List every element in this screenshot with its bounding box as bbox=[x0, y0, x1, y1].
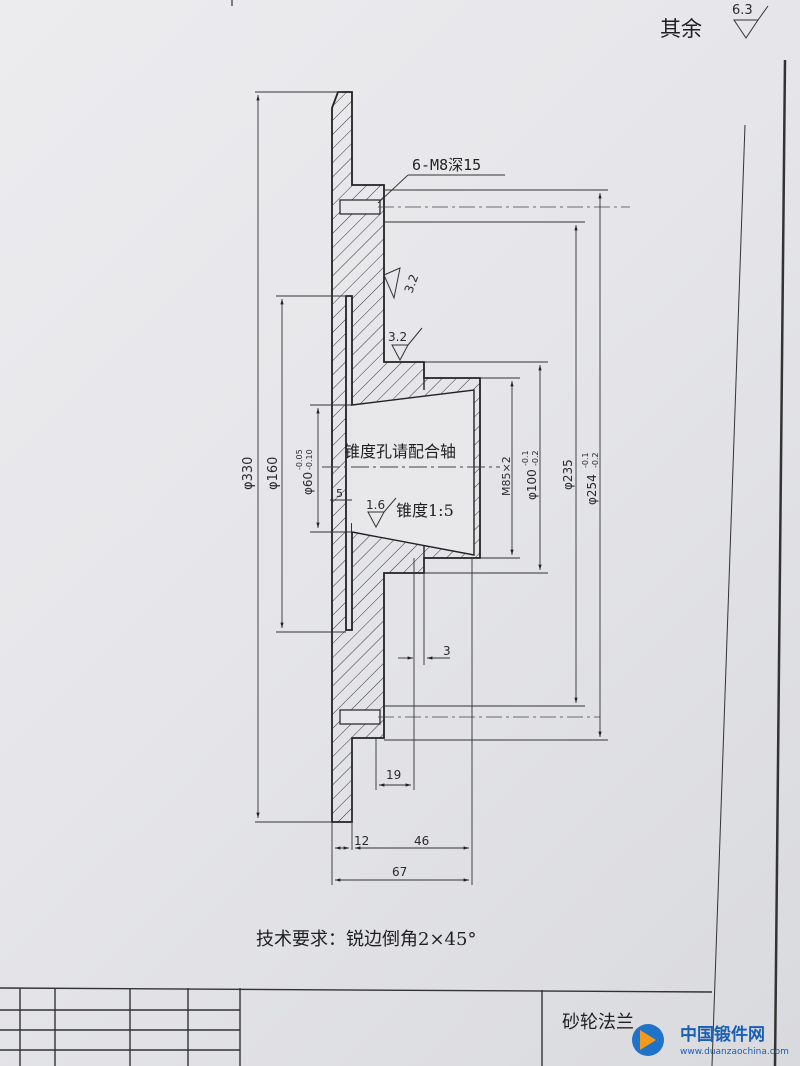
dimension-lines bbox=[255, 91, 608, 885]
dim-5: 5 bbox=[336, 487, 343, 500]
dim-d100-upper: -0.1 bbox=[521, 450, 530, 466]
taper-note: 锥度1:5 bbox=[396, 501, 454, 520]
watermark-name: 中国锻件网 bbox=[680, 1024, 765, 1045]
dim-d60-upper: -0.05 bbox=[295, 449, 304, 470]
dim-d100: φ100 bbox=[525, 469, 539, 500]
bore-note: 锥度孔请配合轴 bbox=[344, 442, 456, 461]
dim-d330: φ330 bbox=[241, 457, 256, 490]
tech-requirements: 技术要求：锐边倒角2×45° bbox=[256, 929, 476, 950]
flange-section bbox=[322, 91, 630, 823]
watermark: 中国锻件网 www.duanzaochina.com bbox=[632, 1024, 789, 1057]
dimension-labels: φ330 φ160 φ60 -0.05 -0.10 5 M85×2 φ100 -… bbox=[241, 449, 600, 879]
other-surfaces-label: 其余 bbox=[660, 17, 702, 41]
dim-46: 46 bbox=[414, 834, 429, 848]
roughness-symbols bbox=[367, 5, 769, 529]
dim-d60: φ60 bbox=[301, 472, 315, 495]
thread-holes-note: 6-M8深15 bbox=[412, 156, 481, 174]
roughness-3-2-a: 3.2 bbox=[402, 272, 422, 295]
dim-d254-upper: -0.1 bbox=[581, 452, 590, 468]
dim-12: 12 bbox=[354, 834, 369, 848]
roughness-1-6: 1.6 bbox=[366, 498, 385, 512]
dim-d254-lower: -0.2 bbox=[591, 452, 600, 468]
dim-19: 19 bbox=[386, 768, 401, 782]
dim-67: 67 bbox=[392, 865, 407, 879]
dim-d60-lower: -0.10 bbox=[305, 449, 314, 470]
notes: 6-M8深15 3.2 3.2 1.6 锥度孔请配合轴 锥度1:5 其余 6.3… bbox=[256, 3, 753, 950]
watermark-url: www.duanzaochina.com bbox=[680, 1047, 789, 1057]
dim-d235: φ235 bbox=[561, 459, 575, 490]
dim-d100-lower: -0.2 bbox=[531, 450, 540, 466]
part-name: 砂轮法兰 bbox=[562, 1012, 634, 1033]
other-surfaces-roughness: 6.3 bbox=[732, 3, 753, 18]
dim-3: 3 bbox=[443, 644, 451, 658]
title-block bbox=[0, 987, 713, 1066]
dim-d160: φ160 bbox=[266, 457, 281, 490]
dim-m85: M85×2 bbox=[500, 456, 513, 496]
roughness-3-2-b: 3.2 bbox=[388, 330, 407, 344]
drawing-frame bbox=[231, 0, 787, 1066]
dim-d254: φ254 bbox=[585, 474, 599, 505]
